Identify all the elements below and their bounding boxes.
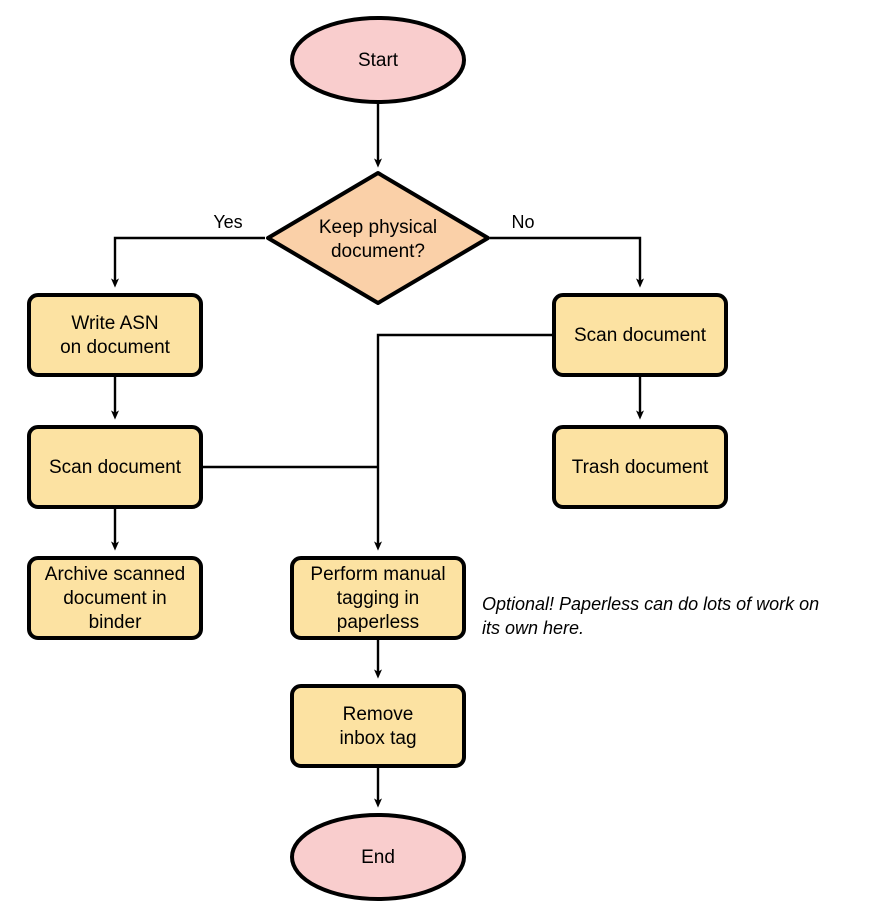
node-tagging-label-line2: tagging in (337, 588, 419, 609)
node-scan-document-right-label: Scan document (574, 325, 707, 346)
node-write-asn-label-line2: on document (60, 337, 171, 358)
node-scan-document-left[interactable]: Scan document (27, 425, 203, 509)
node-scan-document-right[interactable]: Scan document (552, 293, 728, 377)
node-end-label: End (361, 847, 395, 868)
annotation-line1: Optional! Paperless can do lots of work … (482, 594, 819, 614)
node-decision-keep-physical-document[interactable]: Keep physical document? (266, 171, 490, 305)
edge-scan-right-to-tagging (374, 333, 552, 551)
node-decision-label-line1: Keep physical (319, 217, 437, 238)
node-archive-label-line1: Archive scanned (45, 564, 185, 585)
node-perform-manual-tagging[interactable]: Perform manual tagging in paperless (290, 556, 466, 640)
edge-decision-no-to-scan-right (490, 236, 644, 288)
node-remove-tag-label-line1: Remove (343, 704, 414, 725)
node-archive-scanned-document[interactable]: Archive scanned document in binder (27, 556, 203, 640)
node-remove-tag-label-line2: inbox tag (339, 728, 416, 749)
node-write-asn-on-document[interactable]: Write ASN on document (27, 293, 203, 377)
edge-label-yes: Yes (213, 212, 242, 232)
node-start-label: Start (358, 50, 399, 71)
node-archive-label-line2: document in (63, 588, 167, 609)
node-trash-document-label: Trash document (572, 457, 709, 478)
node-trash-document[interactable]: Trash document (552, 425, 728, 509)
node-scan-document-left-label: Scan document (49, 457, 182, 478)
node-start[interactable]: Start (290, 16, 466, 104)
node-remove-inbox-tag[interactable]: Remove inbox tag (290, 684, 466, 768)
node-tagging-label-line1: Perform manual (310, 564, 445, 585)
node-archive-label-line3: binder (89, 612, 142, 633)
edge-label-no: No (511, 212, 534, 232)
node-end[interactable]: End (290, 813, 466, 901)
node-decision-label-line2: document? (331, 241, 425, 262)
node-write-asn-label-line1: Write ASN (71, 313, 158, 334)
annotation-optional-note: Optional! Paperless can do lots of work … (482, 594, 819, 638)
node-tagging-label-line3: paperless (337, 612, 419, 633)
edge-decision-yes-to-write-asn (111, 236, 265, 288)
annotation-line2: its own here. (482, 618, 584, 638)
